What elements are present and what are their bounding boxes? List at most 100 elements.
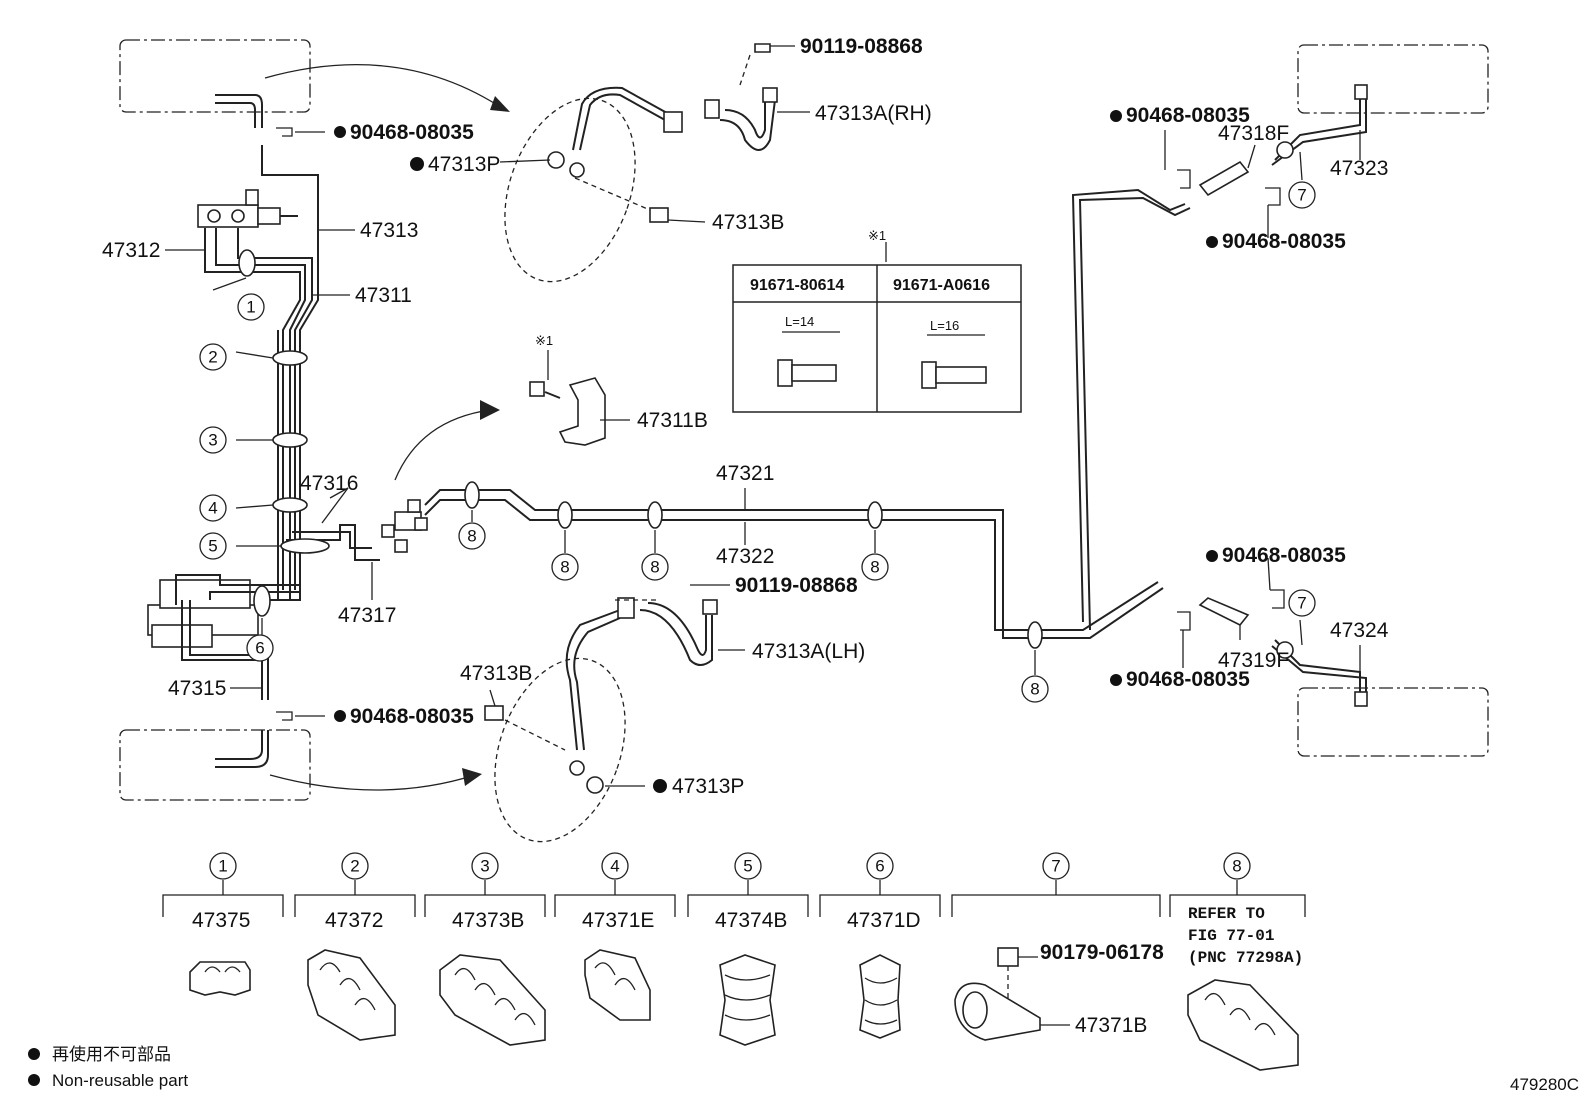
legend-num-6: 6 — [875, 857, 884, 876]
bolt-table-col1-len: L=14 — [785, 314, 814, 329]
legend-num-1: 1 — [218, 857, 227, 876]
clip-rear-1 — [1177, 169, 1191, 189]
label-90119-mid: 90119-08868 — [735, 574, 858, 597]
legend-jp: 再使用不可部品 — [52, 1044, 171, 1064]
clamp-8e — [1027, 621, 1043, 649]
clamp-8b — [557, 501, 573, 529]
legend-part-47371B: 47371B — [1075, 1014, 1147, 1037]
label-47313P-top: 47313P — [428, 153, 500, 176]
label-47316: 47316 — [300, 472, 358, 495]
clamp-3 — [272, 432, 308, 448]
label-47311B: 47311B — [637, 409, 708, 432]
ref-mark-table: ※1 — [868, 228, 886, 243]
legend-num-2: 2 — [350, 857, 359, 876]
leader-lines — [165, 45, 1361, 787]
clamp-2 — [272, 350, 308, 366]
clamp-legend: 1 2 3 4 5 6 7 8 47375 47372 47373B 47371… — [162, 852, 1306, 1071]
label-47323: 47323 — [1330, 157, 1388, 180]
clamp-47371E-icon — [584, 949, 651, 1021]
clip-rear-4 — [1177, 611, 1191, 631]
clip-rear-2 — [1265, 187, 1281, 206]
label-90119-top: 90119-08868 — [800, 35, 923, 58]
label-90468-r3: 90468-08035 — [1222, 544, 1346, 567]
clamp-8a — [464, 481, 480, 509]
legend-ref-line1: REFER TO — [1188, 905, 1265, 923]
svg-text:8: 8 — [870, 558, 879, 577]
legend-num-4: 4 — [610, 857, 619, 876]
junction-47317 — [381, 499, 428, 553]
master-cylinder — [197, 189, 298, 228]
ref-mark-bolt: ※1 — [535, 333, 553, 348]
svg-text:8: 8 — [467, 527, 476, 546]
part-labels: 90119-08868 47313A(RH) 90468-08035 47313… — [102, 35, 1389, 798]
bolt-table-col2-part: 91671-A0616 — [893, 277, 990, 294]
caliper-area-bottom — [494, 657, 626, 843]
clamp-47371B-icon — [954, 947, 1070, 1041]
clamp-4 — [272, 497, 308, 513]
svg-text:8: 8 — [1030, 680, 1039, 699]
label-90468-r2: 90468-08035 — [1222, 230, 1346, 253]
clamp-47375-icon — [189, 961, 251, 996]
label-47313B-top: 47313B — [712, 211, 784, 234]
bolt-47313B-top — [649, 207, 669, 223]
legend-num-3: 3 — [480, 857, 489, 876]
label-47313B-bottom: 47313B — [460, 662, 532, 685]
legend-en: Non-reusable part — [52, 1071, 188, 1090]
label-47318F: 47318F — [1218, 122, 1289, 145]
legend-part-47374B: 47374B — [715, 909, 787, 932]
legend-part-47371E: 47371E — [582, 909, 654, 932]
label-47313A-LH: 47313A(LH) — [752, 640, 865, 663]
clamp-5 — [280, 538, 330, 554]
label-90468-a: 90468-08035 — [350, 121, 474, 144]
clamp-8d — [867, 501, 883, 529]
clamp-8c — [647, 501, 663, 529]
legend-part-47372: 47372 — [325, 909, 383, 932]
svg-text:8: 8 — [650, 558, 659, 577]
svg-text:4: 4 — [208, 499, 217, 518]
clip-90468-a — [276, 127, 293, 137]
bolt-table-col1-part: 91671-80614 — [750, 277, 844, 294]
legend-part-90179: 90179-06178 — [1040, 941, 1164, 964]
flow-arrow-middle — [394, 409, 491, 481]
label-47313: 47313 — [360, 219, 418, 242]
bolt-90119-top — [754, 43, 771, 53]
rear-brake-pipes — [424, 188, 1191, 639]
svg-text:3: 3 — [208, 431, 217, 450]
clip-rear-3 — [1270, 589, 1285, 609]
legend-part-47373B: 47373B — [452, 909, 524, 932]
svg-text:8: 8 — [560, 558, 569, 577]
label-47312: 47312 — [102, 239, 160, 262]
diagram-callouts: 1 2 3 4 5 6 7 7 8 8 8 8 8 — [199, 181, 1316, 703]
legend-part-47375: 47375 — [192, 909, 250, 932]
rear-right-wheel-area — [1297, 44, 1489, 114]
label-47313P-bottom: 47313P — [672, 775, 744, 798]
label-47315: 47315 — [168, 677, 226, 700]
bracket-47311B — [529, 377, 606, 446]
legend-num-8: 8 — [1232, 857, 1241, 876]
clamp-47373B-icon — [439, 954, 546, 1046]
label-47317: 47317 — [338, 604, 396, 627]
clamp-47372-icon — [307, 949, 396, 1041]
flow-arrow-top — [264, 63, 506, 111]
front-left-wheel-area — [119, 729, 311, 801]
clamp-6 — [253, 585, 271, 617]
label-47321: 47321 — [716, 462, 774, 485]
svg-text:6: 6 — [255, 639, 264, 658]
gasket-47313P-bottom — [586, 776, 604, 794]
clip-90468-b — [276, 711, 293, 721]
flow-arrow-bottom — [269, 774, 476, 791]
front-hose-rh — [569, 43, 778, 178]
label-90468-b: 90468-08035 — [350, 705, 474, 728]
clamp-7b — [1276, 641, 1294, 659]
clamp-ref-icon — [1187, 979, 1299, 1071]
bolt-table-col2-len: L=16 — [930, 318, 959, 333]
label-47324: 47324 — [1330, 619, 1389, 642]
label-47311: 47311 — [355, 284, 412, 307]
gasket-47313P-top — [547, 151, 565, 169]
clamp-47374B-icon — [719, 954, 776, 1046]
front-hose-lh — [565, 597, 718, 776]
main-pipe-bundle — [175, 145, 380, 700]
clamp-1 — [238, 249, 256, 277]
label-47322: 47322 — [716, 545, 774, 568]
